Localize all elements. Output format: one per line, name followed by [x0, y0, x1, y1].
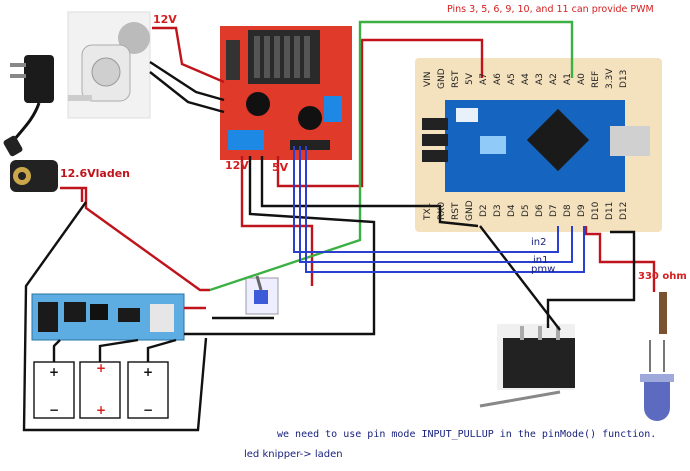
pin-label: RST	[451, 70, 461, 88]
resistor-label: 330 ohm	[638, 271, 687, 282]
cell-minus-2: +	[96, 403, 107, 417]
dc-jack-icon	[10, 160, 58, 192]
pin-label: D10	[591, 201, 601, 221]
pin-label: D3	[493, 204, 503, 218]
cell-minus-3: −	[143, 403, 154, 417]
pin-label: A1	[563, 73, 573, 85]
pin-label: A6	[493, 73, 503, 85]
green-wires	[209, 20, 574, 292]
led-icon	[640, 340, 674, 421]
pin-label: D11	[605, 201, 615, 221]
pin-label: A3	[535, 73, 545, 85]
pin-label: D4	[507, 204, 517, 218]
pin-label: GND	[465, 200, 475, 222]
cell-plus-2: +	[96, 361, 107, 375]
pin-label: VIN	[423, 71, 433, 87]
bms-board	[31, 293, 185, 341]
pwm-note: Pins 3, 5, 6, 9, 10, and 11 can provide …	[447, 4, 654, 15]
micro-switch-icon	[479, 324, 575, 408]
arduino-top-pins: VIN GND RST 5V A7 A6 A5 A4 A3 A2 A1 A0 R…	[423, 62, 633, 96]
pin-label: A2	[549, 73, 559, 85]
pin-label: A7	[479, 73, 489, 85]
pump-voltage-label: 12V	[153, 13, 177, 26]
wire-pmw-label: pmw	[531, 264, 556, 275]
wire-in2-label: in2	[531, 237, 547, 248]
red-wires	[60, 26, 656, 310]
wire-in1-label: in1	[533, 255, 549, 266]
pin-label: D12	[619, 201, 629, 221]
pin-label: A5	[507, 73, 517, 85]
pin-label: D6	[535, 204, 545, 218]
cell-minus-1: −	[49, 403, 60, 417]
pin-label: 5V	[465, 73, 475, 85]
charger-icon	[3, 55, 54, 157]
pin-label: D13	[619, 69, 629, 89]
charger-label: 12.6Vladen	[60, 167, 131, 180]
driver-5v-label: 5V	[272, 161, 289, 174]
pin-label: GND	[437, 68, 447, 90]
pin-label: D5	[521, 204, 531, 218]
resistor-icon	[659, 292, 667, 334]
led-note: led knipper-> laden	[244, 449, 343, 460]
pin-label: D2	[479, 204, 489, 218]
black-wires	[22, 60, 636, 432]
arduino-nano-board	[415, 58, 662, 232]
arduino-bottom-pins: TX1 RX0 RST GND D2 D3 D4 D5 D6 D7 D8 D9 …	[423, 196, 633, 226]
pullup-note: we need to use pin mode INPUT_PULLUP in …	[277, 429, 657, 440]
driver-12v-label: 12V	[225, 159, 249, 172]
pin-label: A0	[577, 73, 587, 85]
cell-plus-1: +	[49, 365, 60, 379]
pin-label: A4	[521, 73, 531, 85]
pin-label: 3.3V	[605, 68, 615, 90]
pin-label: D7	[549, 204, 559, 218]
pin-label: D9	[577, 204, 587, 218]
pin-label: TX1	[423, 202, 433, 220]
pin-label: D8	[563, 204, 573, 218]
pump-icon	[67, 11, 151, 119]
motor-driver-board	[220, 26, 352, 160]
pin-label: REF	[591, 70, 601, 88]
cell-plus-3: +	[143, 365, 154, 379]
blue-wires	[293, 146, 585, 273]
pin-label: RST	[451, 202, 461, 220]
pin-label: RX0	[437, 201, 447, 221]
toggle-switch-icon	[245, 275, 279, 315]
